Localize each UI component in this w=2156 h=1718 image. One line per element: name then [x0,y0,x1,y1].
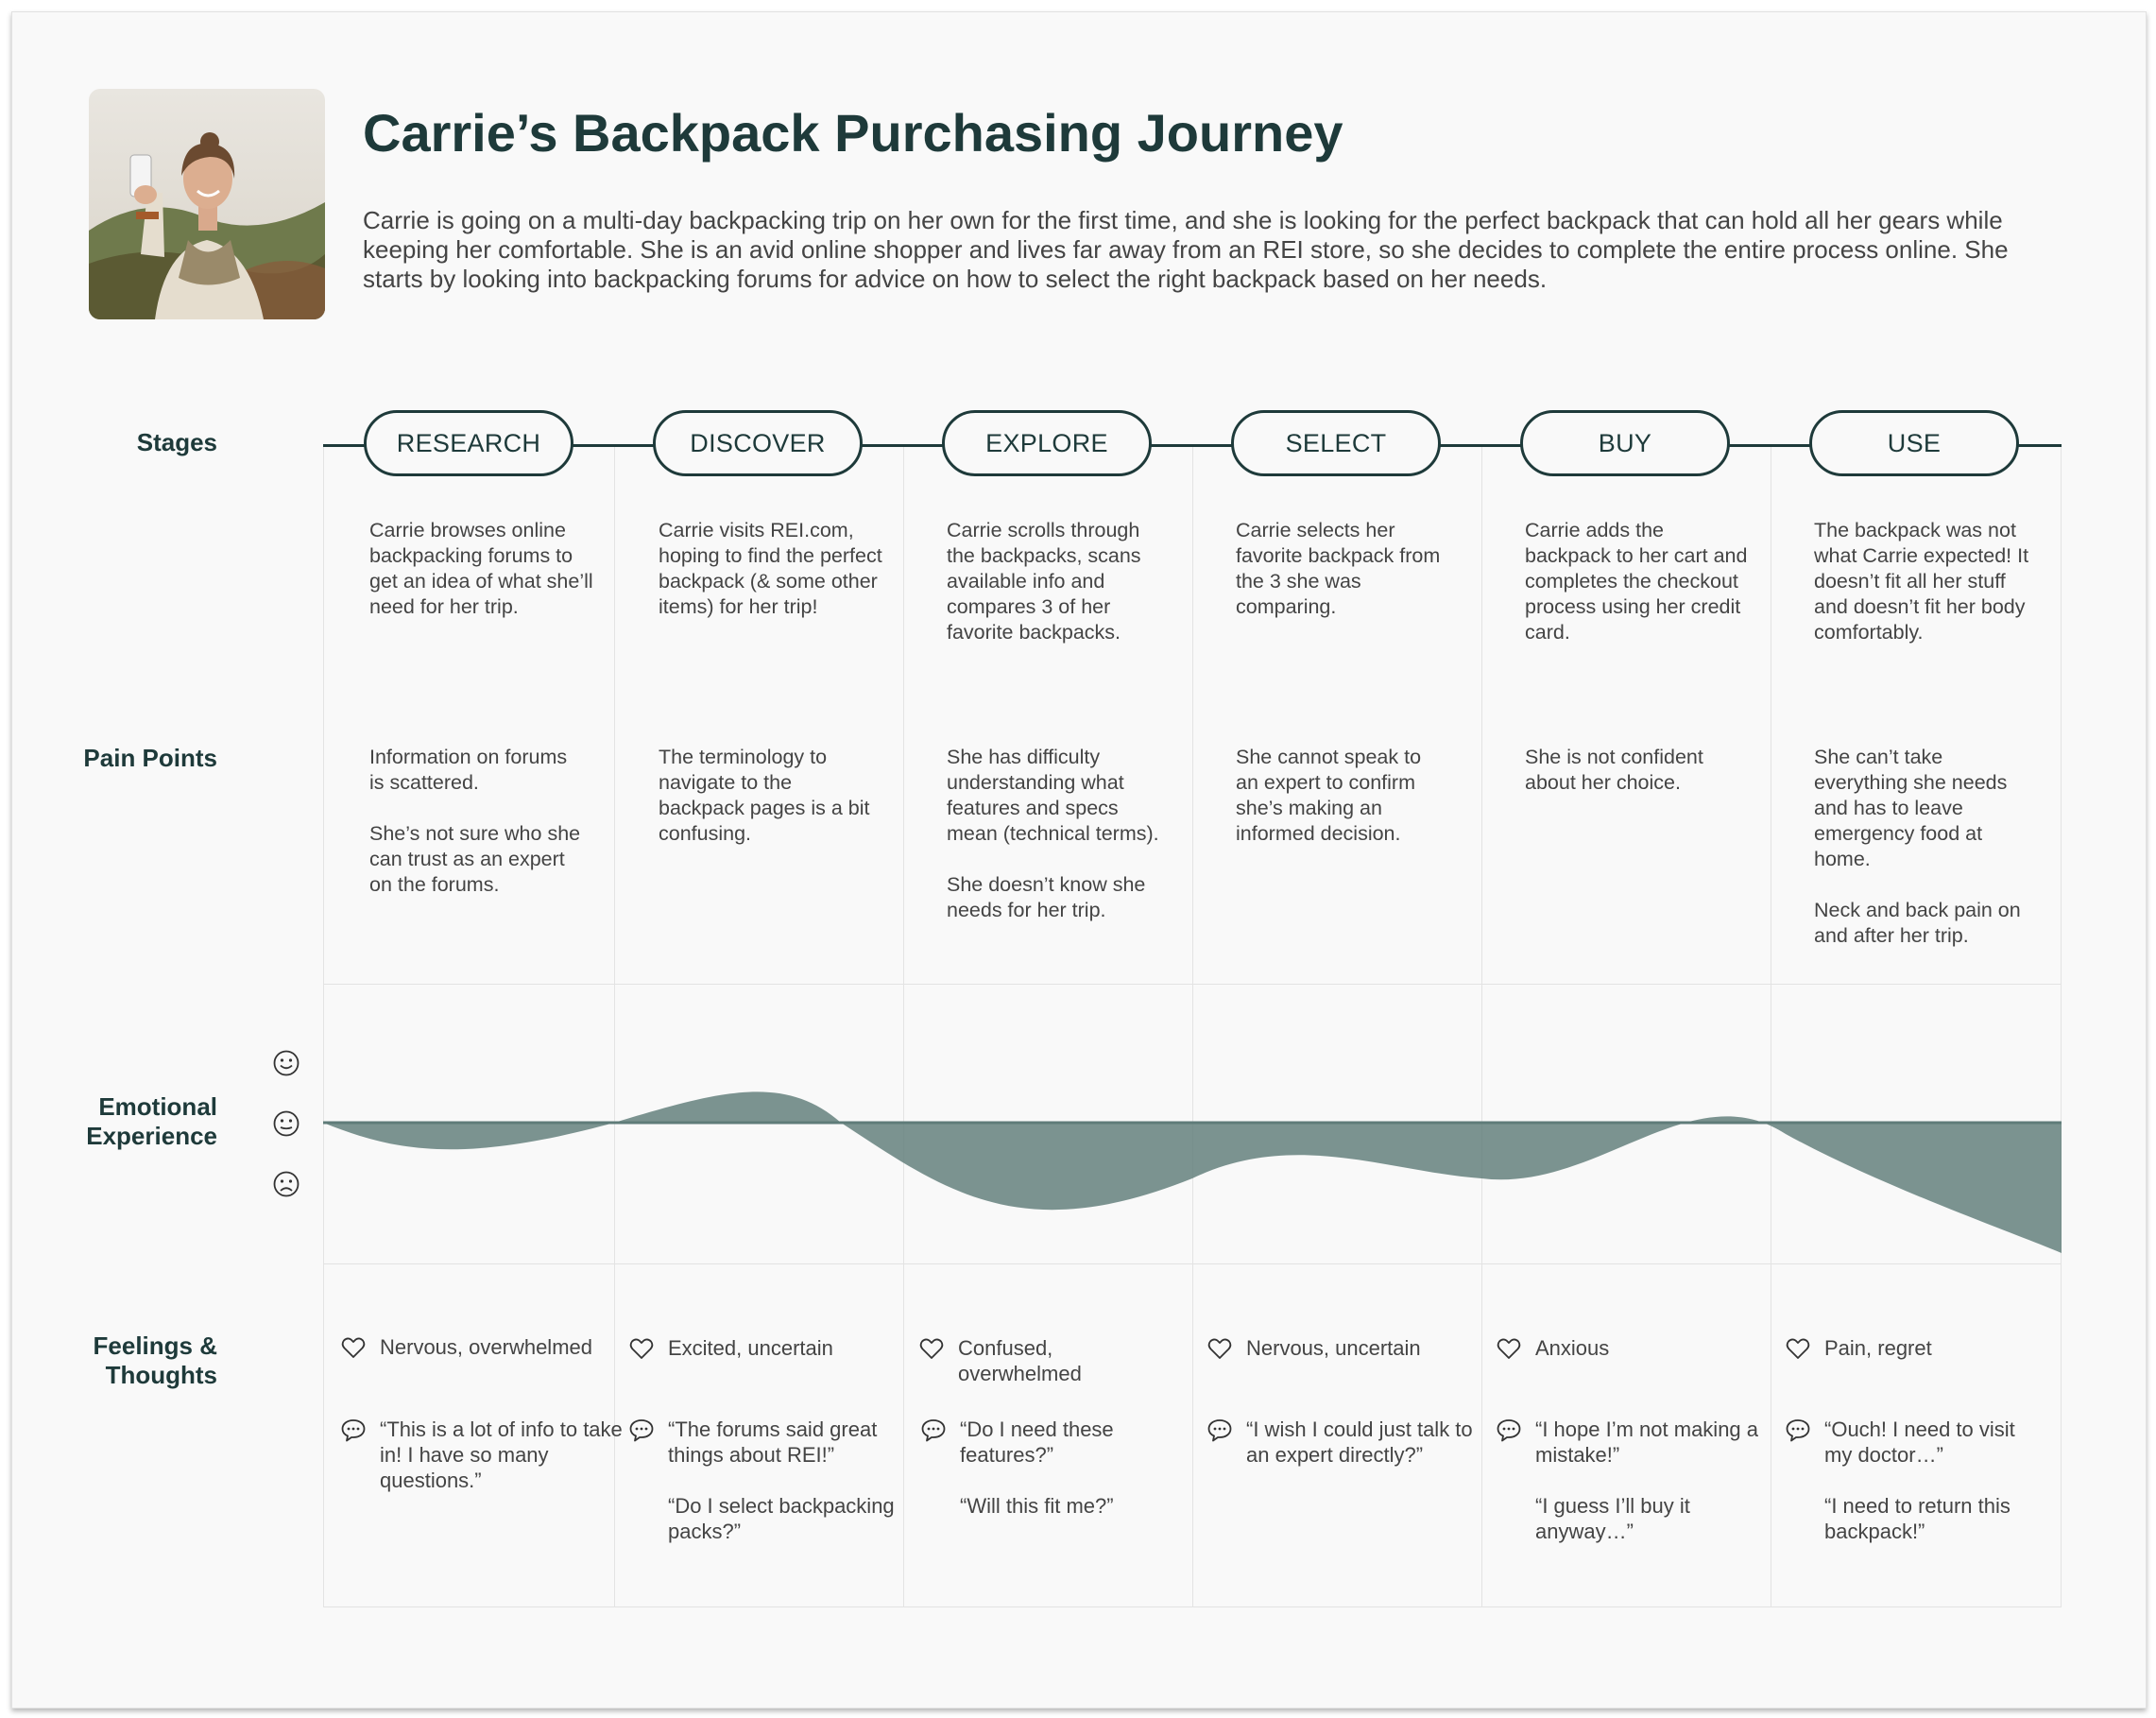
feeling-text: Confused, overwhelmed [958,1336,1082,1385]
row-label-feelings-line-1: Feelings & [93,1331,217,1360]
speech-bubble-icon [1786,1419,1810,1442]
neutral-face-icon [273,1110,299,1137]
grid-line [1192,444,1193,1606]
heart-icon [341,1337,366,1358]
pain-points-use: She can’t take everything she needs and … [1814,745,2027,949]
speech-bubble-icon [1497,1419,1521,1442]
row-label-emotional-experience: Emotional Experience [38,1092,217,1151]
thought-text: “I wish I could just talk to an expert d… [1246,1417,1473,1467]
pain-points-explore: She has difficulty understanding what fe… [947,745,1159,923]
grid-line [1481,444,1482,1606]
persona-description: Carrie is going on a multi-day backpacki… [363,206,2009,293]
speech-bubble-icon [341,1419,366,1442]
heart-icon [1786,1338,1810,1359]
pain-point: She has difficulty understanding what fe… [947,746,1159,845]
stage-description: Carrie selects her favorite backpack fro… [1236,519,1441,618]
row-label-pain-points: Pain Points [83,744,217,772]
stage-description: The backpack was not what Carrie expecte… [1814,519,2029,644]
stage-description: Carrie scrolls through the backpacks, sc… [947,519,1141,644]
thought-text: “The forums said great things about REI!… [668,1417,878,1467]
feeling-text: Pain, regret [1824,1336,1932,1360]
thoughts-research: “This is a lot of info to take in! I hav… [341,1417,625,1493]
stage-pill-use: USE [1809,410,2019,476]
thoughts-use: “Ouch! I need to visit my doctor…” “I ne… [1786,1417,2037,1544]
heart-icon [1497,1338,1521,1359]
pain-point: She’s not sure who she can trust as an e… [369,822,581,896]
stage-description: Carrie adds the backpack to her cart and… [1525,519,1748,644]
thoughts-select: “I wish I could just talk to an expert d… [1207,1417,1492,1468]
grid-line [323,984,2062,985]
thought-text: “I hope I’m not making a mistake!” [1535,1417,1759,1467]
journey-map-card [11,11,2147,1709]
speech-bubble-icon [629,1419,654,1442]
feeling-discover: Excited, uncertain [629,1335,914,1361]
feeling-text: Anxious [1535,1336,1610,1360]
pain-points-discover: The terminology to navigate to the backp… [659,745,871,847]
thought-text: “Do I select backpacking packs?” [668,1494,895,1543]
thought-text: “This is a lot of info to take in! I hav… [380,1417,623,1492]
frowning-face-icon [273,1171,299,1197]
stage-pill-research: RESEARCH [364,410,573,476]
grid-line [903,444,904,1606]
feeling-text: Nervous, overwhelmed [380,1335,592,1359]
pain-point: She can’t take everything she needs and … [1814,746,2008,870]
thought-text: “Will this fit me?” [960,1494,1114,1518]
pain-point: She is not confident about her choice. [1525,746,1703,794]
pain-point: Neck and back pain on and after her trip… [1814,899,2021,947]
feeling-use: Pain, regret [1786,1335,2037,1361]
pain-points-buy: She is not confident about her choice. [1525,745,1737,796]
row-label-emotional-line-2: Experience [86,1122,217,1150]
row-label-stages: Stages [136,428,217,456]
stage-description: Carrie browses online backpacking forums… [369,519,593,618]
stage-pill-buy: BUY [1520,410,1730,476]
thoughts-discover: “The forums said great things about REI!… [629,1417,914,1544]
speech-bubble-icon [921,1419,946,1442]
heart-icon [919,1338,944,1359]
grid-line [2061,444,2062,1606]
stage-pill-explore: EXPLORE [942,410,1152,476]
pain-point: The terminology to navigate to the backp… [659,746,870,845]
stage-pill-select: SELECT [1231,410,1441,476]
grid-line [323,444,324,1606]
persona-photo [89,89,325,319]
speech-bubble-icon [1207,1419,1232,1442]
thought-text: “I need to return this backpack!” [1824,1494,2011,1543]
stage-description: Carrie visits REI.com, hoping to find th… [659,519,882,618]
feeling-text: Excited, uncertain [668,1336,833,1360]
feeling-research: Nervous, overwhelmed [341,1334,625,1360]
grid-line [323,1606,2062,1607]
pain-point: She cannot speak to an expert to confirm… [1236,746,1422,845]
feeling-buy: Anxious [1497,1335,1781,1361]
heart-icon [1207,1338,1232,1359]
row-label-feelings-line-2: Thoughts [105,1361,217,1389]
pain-points-research: Information on forums is scattered. She’… [369,745,582,898]
feeling-select: Nervous, uncertain [1207,1335,1492,1361]
feeling-text: Nervous, uncertain [1246,1336,1421,1360]
thoughts-buy: “I hope I’m not making a mistake!” “I gu… [1497,1417,1781,1544]
row-label-feelings-thoughts: Feelings & Thoughts [38,1331,217,1390]
pain-point: She doesn’t know she needs for her trip. [947,873,1146,921]
thoughts-explore: “Do I need these features?” “Will this f… [921,1417,1149,1519]
thought-text: “I guess I’ll buy it anyway…” [1535,1494,1690,1543]
thought-text: “Ouch! I need to visit my doctor…” [1824,1417,2015,1467]
feeling-explore: Confused, overwhelmed [919,1335,1138,1386]
thought-text: “Do I need these features?” [960,1417,1114,1467]
pain-point: Information on forums is scattered. [369,746,568,794]
row-label-emotional-line-1: Emotional [98,1092,217,1121]
stage-connector-line [323,444,2062,447]
pain-points-select: She cannot speak to an expert to confirm… [1236,745,1448,847]
grid-line [614,444,615,1606]
grid-line [323,1263,2062,1264]
page-title: Carrie’s Backpack Purchasing Journey [363,103,1343,163]
smiling-face-icon [273,1050,299,1076]
stage-pill-discover: DISCOVER [653,410,863,476]
heart-icon [629,1338,654,1359]
